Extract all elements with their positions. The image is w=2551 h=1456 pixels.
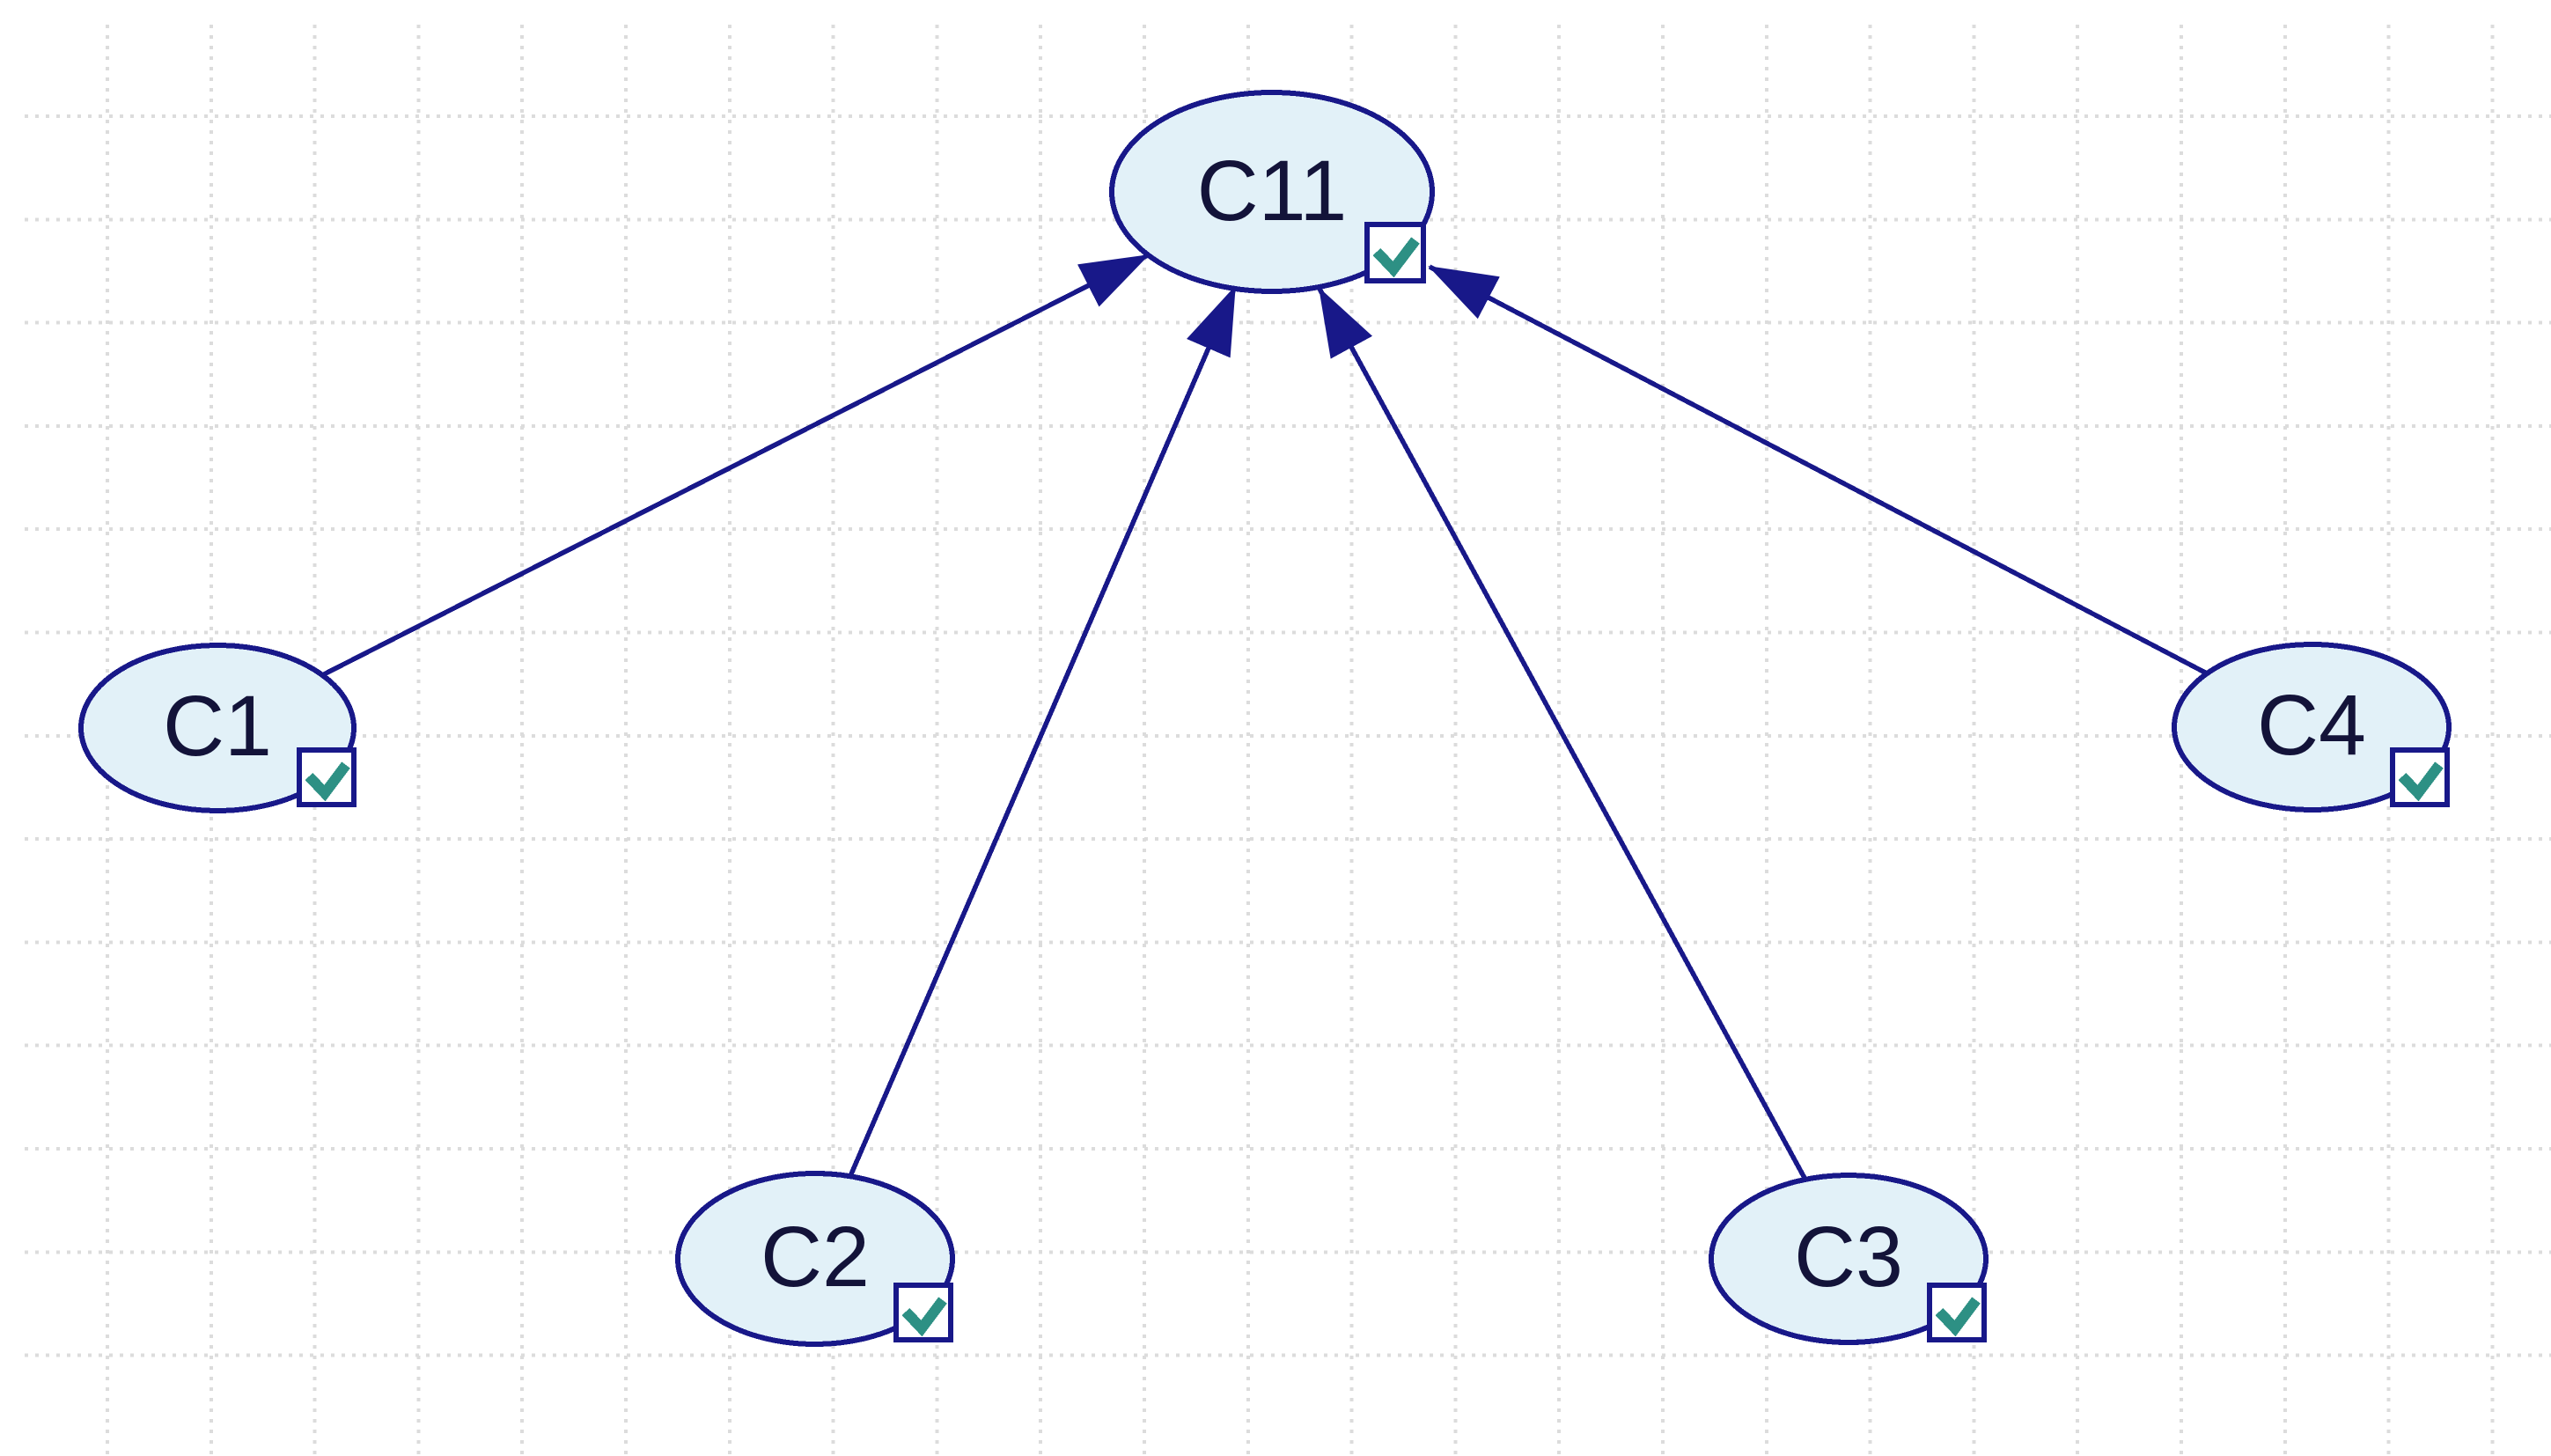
node-ellipse[interactable] [1709, 1173, 1989, 1345]
node-label: C11 [1197, 143, 1348, 239]
node-c4[interactable]: C4 [2172, 642, 2452, 813]
checkmark-icon [2398, 761, 2444, 802]
node-label: C1 [163, 678, 272, 774]
checkmark-icon [1935, 1297, 1981, 1337]
edge-c1-c11[interactable] [320, 253, 1150, 678]
edge-c4-c11[interactable] [1428, 264, 2209, 676]
checkmark-icon [901, 1297, 947, 1337]
node-ellipse[interactable] [1109, 90, 1435, 294]
node-label: C2 [761, 1209, 870, 1305]
node-ellipse[interactable] [675, 1171, 955, 1347]
checkmark-icon [305, 761, 350, 802]
node-c2[interactable]: C2 [675, 1171, 955, 1347]
node-label: C4 [2257, 677, 2366, 773]
node-ellipse[interactable] [78, 643, 357, 813]
node-ellipse[interactable] [2172, 642, 2452, 813]
node-c11[interactable]: C11 [1109, 90, 1435, 294]
edge-c3-c11[interactable] [1317, 287, 1808, 1181]
edge-c2-c11[interactable] [848, 285, 1238, 1178]
checkmark-icon [1372, 237, 1420, 278]
node-c1[interactable]: C1 [78, 643, 357, 813]
node-c3[interactable]: C3 [1709, 1173, 1989, 1345]
node-label: C3 [1794, 1209, 1903, 1305]
